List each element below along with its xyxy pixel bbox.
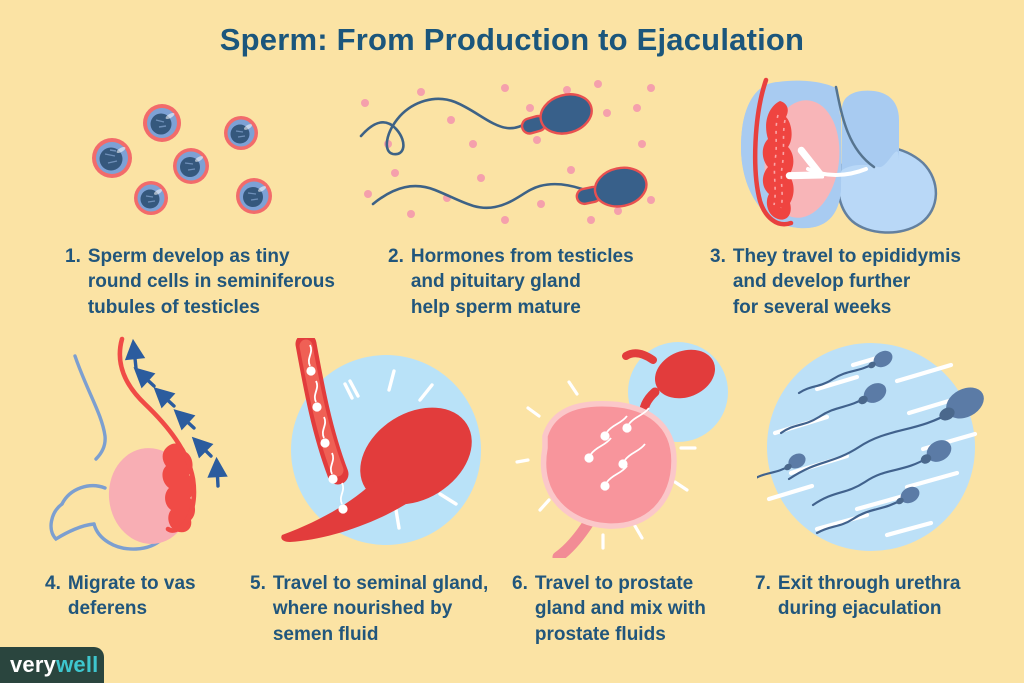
step-1-number: 1. [65,246,81,267]
step-2-text: Hormones from testicles and pituitary gl… [410,246,634,318]
step-4-number: 4. [45,573,61,594]
step-3-text: They travel to epididymis and develop fu… [732,246,961,318]
step-6-caption: 6. Travel to prostate gland and mix with… [512,571,706,647]
step-5-caption: 5. Travel to seminal gland, where nouris… [250,571,488,647]
logo-text-very: very [10,652,57,677]
prostate-gland-illustration [515,330,745,558]
step-3-number: 3. [710,246,726,267]
step-6-text: Travel to prostate gland and mix with pr… [534,573,706,645]
vas-deferens-illustration [42,336,257,554]
step-7-caption: 7. Exit through urethra during ejaculati… [755,571,960,622]
seminal-gland-illustration [268,338,493,556]
step-4-text: Migrate to vas deferens [67,573,196,620]
round-cells-illustration [60,85,320,235]
step-3-caption: 3. They travel to epididymis and develop… [710,244,961,320]
page-title: Sperm: From Production to Ejaculation [219,22,805,57]
step-1-text: Sperm develop as tiny round cells in sem… [87,246,335,318]
step-7-text: Exit through urethra during ejaculation [777,573,961,620]
step-5-number: 5. [250,573,266,594]
step-2-number: 2. [388,246,404,267]
sperm-stream-illustration [757,337,985,555]
step-6-number: 6. [512,573,528,594]
testicle-epididymis-illustration [728,75,956,240]
step-2-caption: 2. Hormones from testicles and pituitary… [388,244,634,320]
step-5-text: Travel to seminal gland, where nourished… [272,573,489,645]
logo-text-well: well [56,652,99,677]
step-7-number: 7. [755,573,771,594]
step-1-caption: 1. Sperm develop as tiny round cells in … [65,244,335,320]
sperm-hormones-illustration [355,78,655,233]
step-4-caption: 4. Migrate to vas deferens [45,571,196,622]
